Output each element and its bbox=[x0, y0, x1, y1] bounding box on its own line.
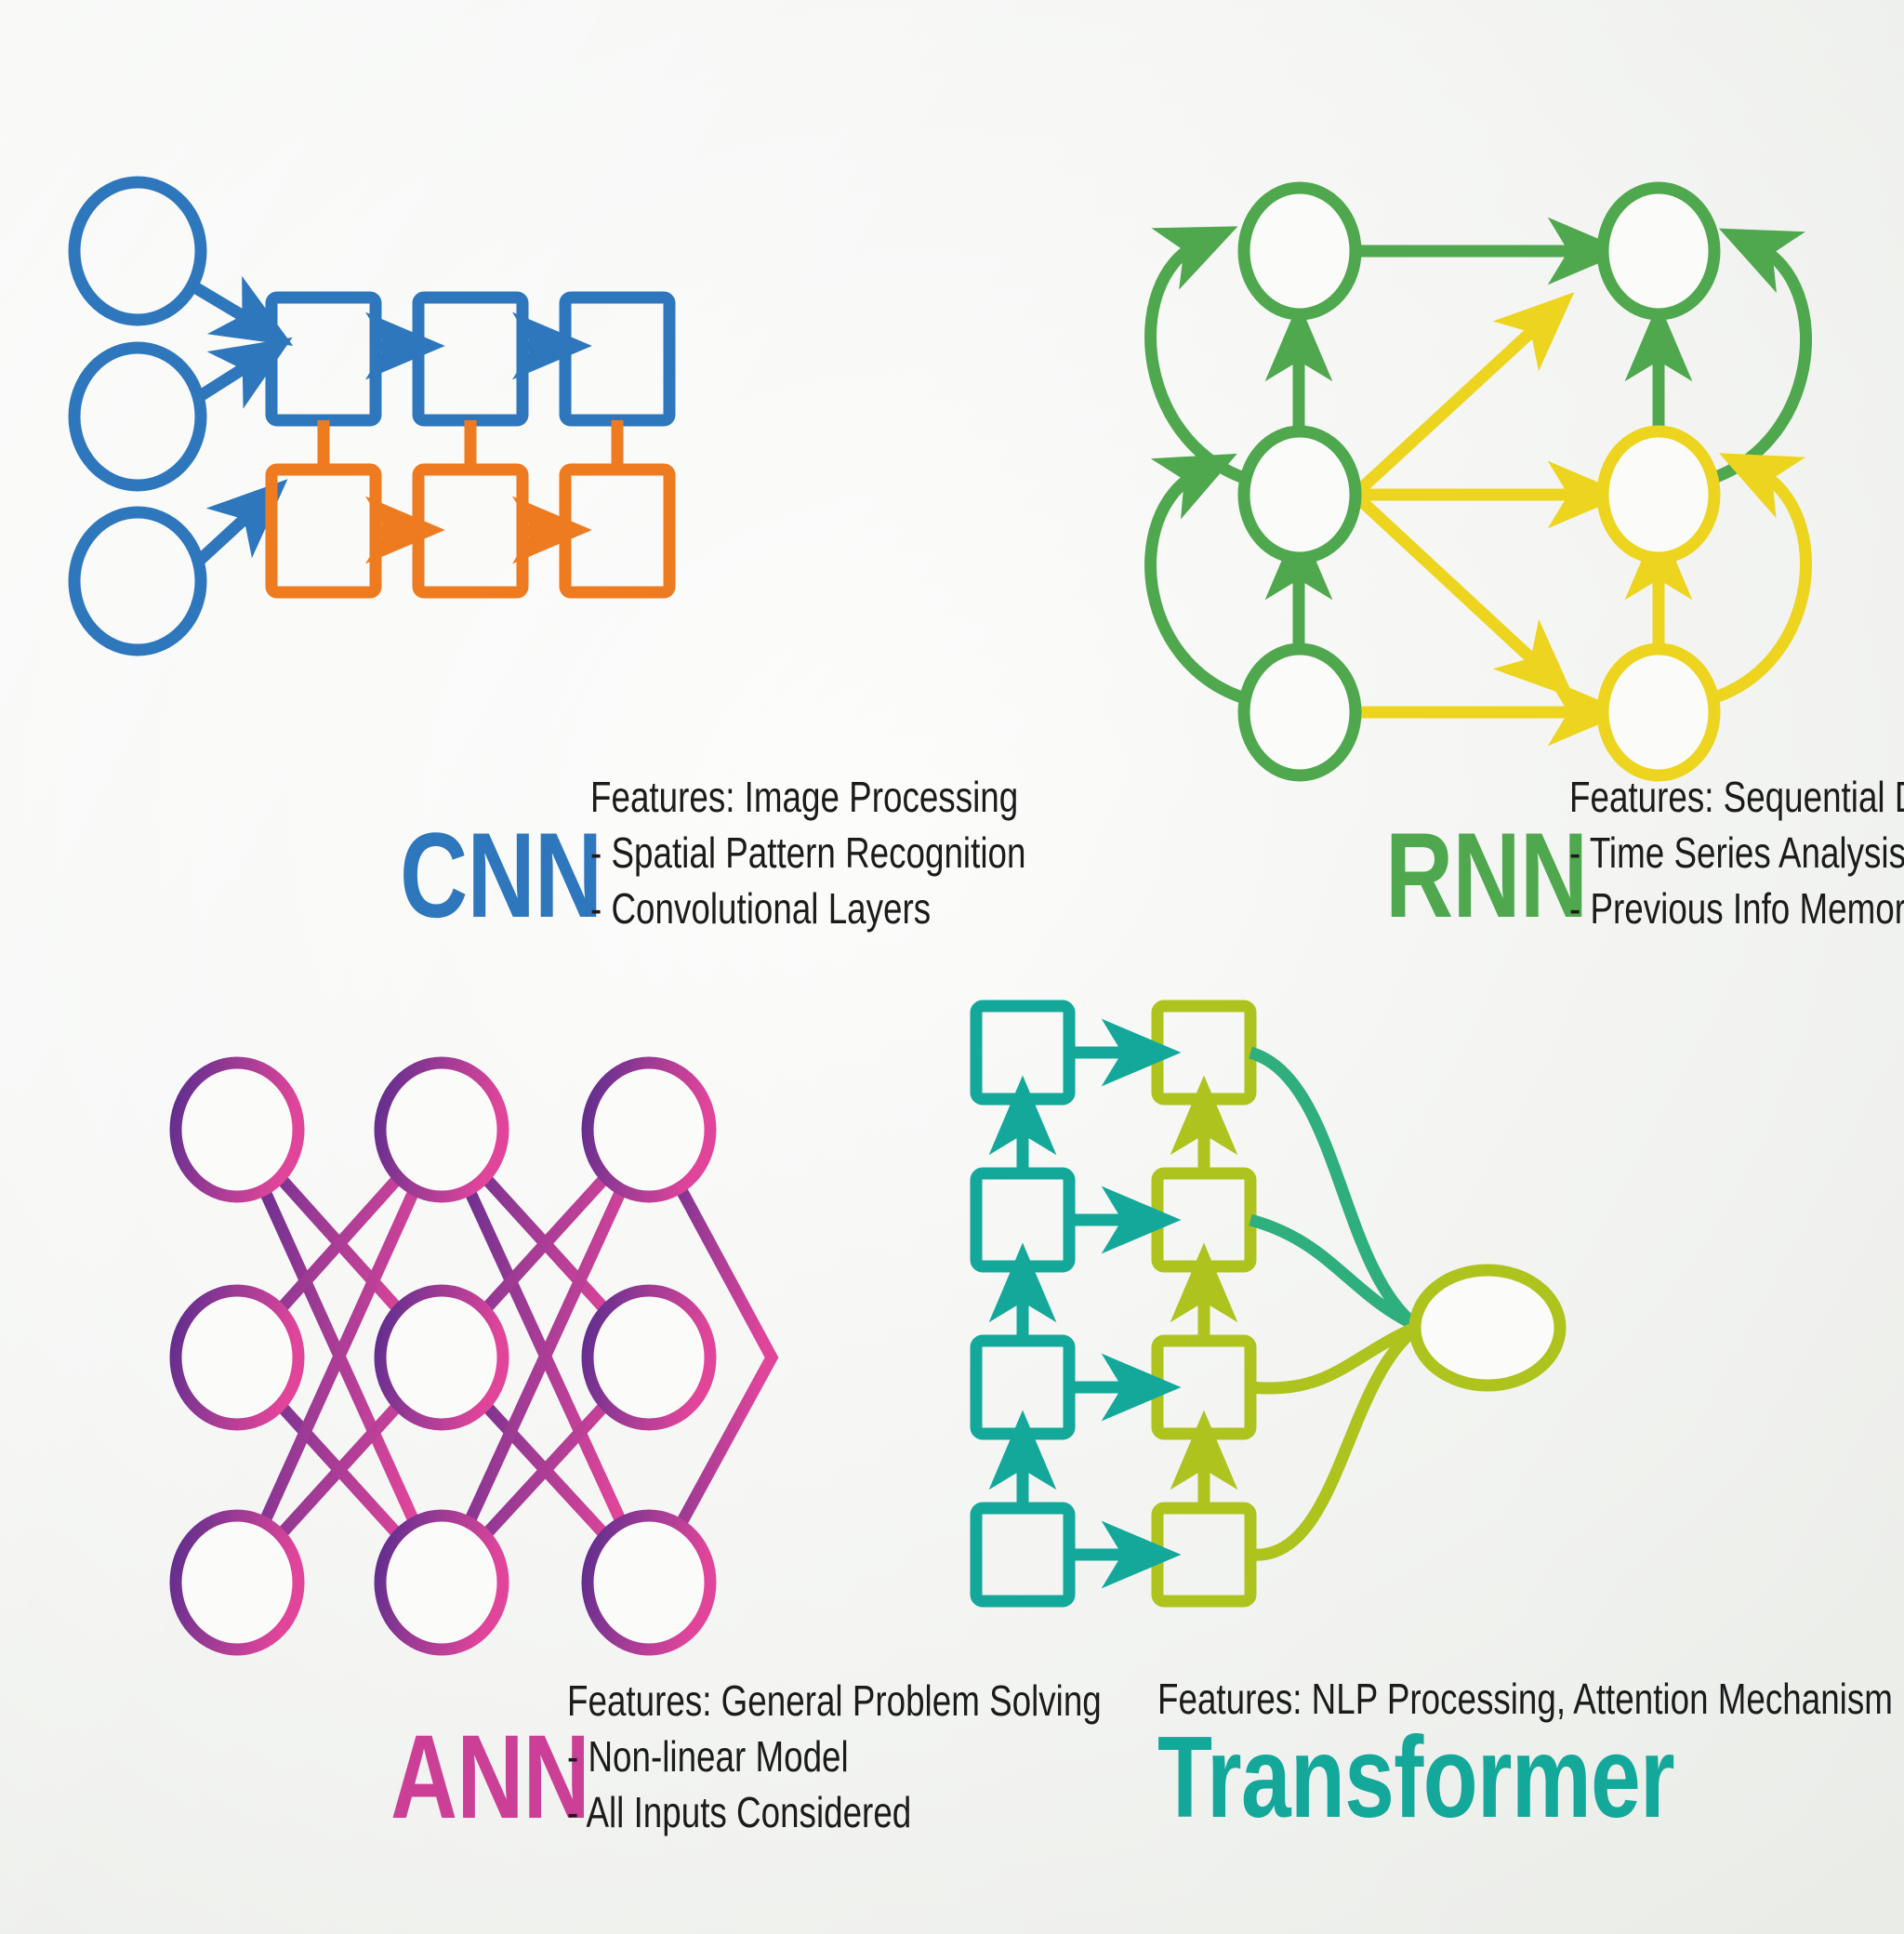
transformer-output-node bbox=[1408, 1264, 1567, 1392]
ann-edge bbox=[231, 1127, 447, 1585]
rnn-nodes-left bbox=[1237, 181, 1362, 782]
cnn-vertical-connectors bbox=[317, 420, 624, 470]
transformer-attention-curve bbox=[1248, 1046, 1420, 1331]
ann-node bbox=[374, 1056, 509, 1203]
ann-bullet: - All Inputs Considered bbox=[567, 1787, 912, 1836]
transformer-feature-lines: Features: NLP Processing, Attention Mech… bbox=[1157, 1672, 1904, 1728]
transformer-attention-curve bbox=[1250, 1322, 1418, 1395]
rnn-bullet: - Time Series Analysis bbox=[1569, 828, 1904, 877]
cnn-input-node bbox=[68, 176, 207, 326]
rnn-nodes-right bbox=[1596, 181, 1721, 782]
transformer-decoder-block bbox=[1151, 1167, 1257, 1273]
cnn-bullet: - Spatial Pattern Recognition bbox=[590, 828, 1026, 877]
ann-nodes bbox=[169, 1056, 717, 1656]
cnn-input-arrow bbox=[190, 275, 294, 346]
cnn-pool-block bbox=[559, 463, 676, 599]
cnn-input-arrow bbox=[193, 337, 293, 409]
ann-node bbox=[374, 1509, 509, 1656]
transformer-features-heading: Features: NLP Processing, Attention Mech… bbox=[1157, 1675, 1893, 1723]
cnn-conv-block bbox=[559, 291, 676, 427]
transformer-decoder-block bbox=[1151, 1502, 1257, 1608]
ann-node bbox=[581, 1056, 717, 1203]
cnn-conv-block bbox=[265, 291, 382, 427]
cnn-diagram-svg bbox=[68, 176, 676, 656]
rnn-features-heading: Features: Sequential Data bbox=[1569, 773, 1904, 821]
cnn-features-heading: Features: Image Processing bbox=[590, 773, 1019, 821]
cnn-input-arrow bbox=[192, 479, 288, 567]
rnn-diagonal-arrow bbox=[1350, 490, 1575, 698]
transformer-attention-curve bbox=[1249, 1213, 1418, 1331]
ann-bullet: - Non-linear Model bbox=[567, 1731, 849, 1781]
ann-features-heading: Features: General Problem Solving bbox=[567, 1676, 1102, 1725]
rnn-recurrent-loops-left bbox=[1144, 226, 1265, 709]
rnn-horizontal-arrows bbox=[1355, 217, 1628, 747]
ann-node bbox=[581, 1509, 717, 1656]
ann-diagram-svg bbox=[169, 1056, 779, 1656]
transformer-attention-curve bbox=[1250, 1324, 1420, 1561]
transformer-diagram-svg bbox=[970, 1000, 1567, 1608]
cnn-conv-row-blue bbox=[265, 291, 676, 427]
rnn-feature-lines: Features: Sequential Data - Time Series … bbox=[1569, 770, 1904, 936]
rnn-recurrent-loops-right bbox=[1692, 228, 1812, 709]
rnn-node bbox=[1596, 181, 1721, 321]
ann-feature-lines: Features: General Problem Solving - Non-… bbox=[567, 1674, 1235, 1840]
rnn-diagonal-arrows bbox=[1350, 292, 1575, 698]
transformer-decoder-block bbox=[1151, 1334, 1257, 1440]
rnn-node bbox=[1596, 425, 1721, 564]
cnn-input-arrows bbox=[190, 275, 294, 567]
rnn-diagram bbox=[1069, 74, 1904, 782]
transformer-encoder-block bbox=[970, 1502, 1076, 1608]
rnn-diagram-svg bbox=[1144, 181, 1812, 782]
rnn-bullet: - Previous Info Memory bbox=[1569, 883, 1904, 933]
cnn-pool-block bbox=[265, 463, 382, 599]
transformer-decoder-block bbox=[1151, 1000, 1257, 1106]
cnn-diagram bbox=[56, 158, 725, 656]
ann-acronym: ANN bbox=[390, 1711, 590, 1844]
rnn-node bbox=[1237, 642, 1362, 782]
ann-diagram bbox=[121, 1051, 809, 1664]
cnn-input-node bbox=[68, 341, 207, 492]
ann-node bbox=[581, 1284, 717, 1431]
cnn-feature-lines: Features: Image Processing - Spatial Pat… bbox=[590, 770, 1135, 936]
cnn-input-nodes bbox=[68, 176, 207, 656]
rnn-acronym: RNN bbox=[1385, 807, 1588, 943]
rnn-recurrent-loop bbox=[1144, 453, 1265, 709]
transformer-attention-curves bbox=[1248, 1046, 1420, 1561]
ann-node bbox=[169, 1056, 305, 1203]
ann-edge bbox=[436, 1127, 654, 1585]
cnn-input-node bbox=[68, 506, 207, 656]
rnn-node bbox=[1237, 181, 1362, 321]
cnn-bullet: - Convolutional Layers bbox=[590, 883, 932, 933]
transformer-encoder-block bbox=[970, 1334, 1076, 1440]
ann-output-chevron bbox=[643, 1126, 779, 1586]
cnn-conv-block bbox=[412, 291, 529, 427]
cnn-acronym: CNN bbox=[400, 807, 602, 943]
transformer-cross-arrows bbox=[1069, 1018, 1182, 1589]
ann-node bbox=[374, 1284, 509, 1431]
ann-node bbox=[169, 1509, 305, 1656]
cnn-pool-block bbox=[412, 463, 529, 599]
transformer-encoder-block bbox=[970, 1000, 1076, 1106]
cnn-pool-row-orange bbox=[265, 463, 676, 599]
rnn-node bbox=[1237, 425, 1362, 564]
transformer-encoder-block bbox=[970, 1167, 1076, 1273]
rnn-node bbox=[1596, 642, 1721, 782]
transformer-diagram bbox=[939, 986, 1869, 1674]
transformer-acronym: Transformer bbox=[1157, 1714, 1675, 1842]
rnn-recurrent-loop bbox=[1692, 453, 1812, 709]
rnn-diagonal-arrow bbox=[1350, 292, 1575, 499]
ann-node bbox=[169, 1284, 305, 1431]
